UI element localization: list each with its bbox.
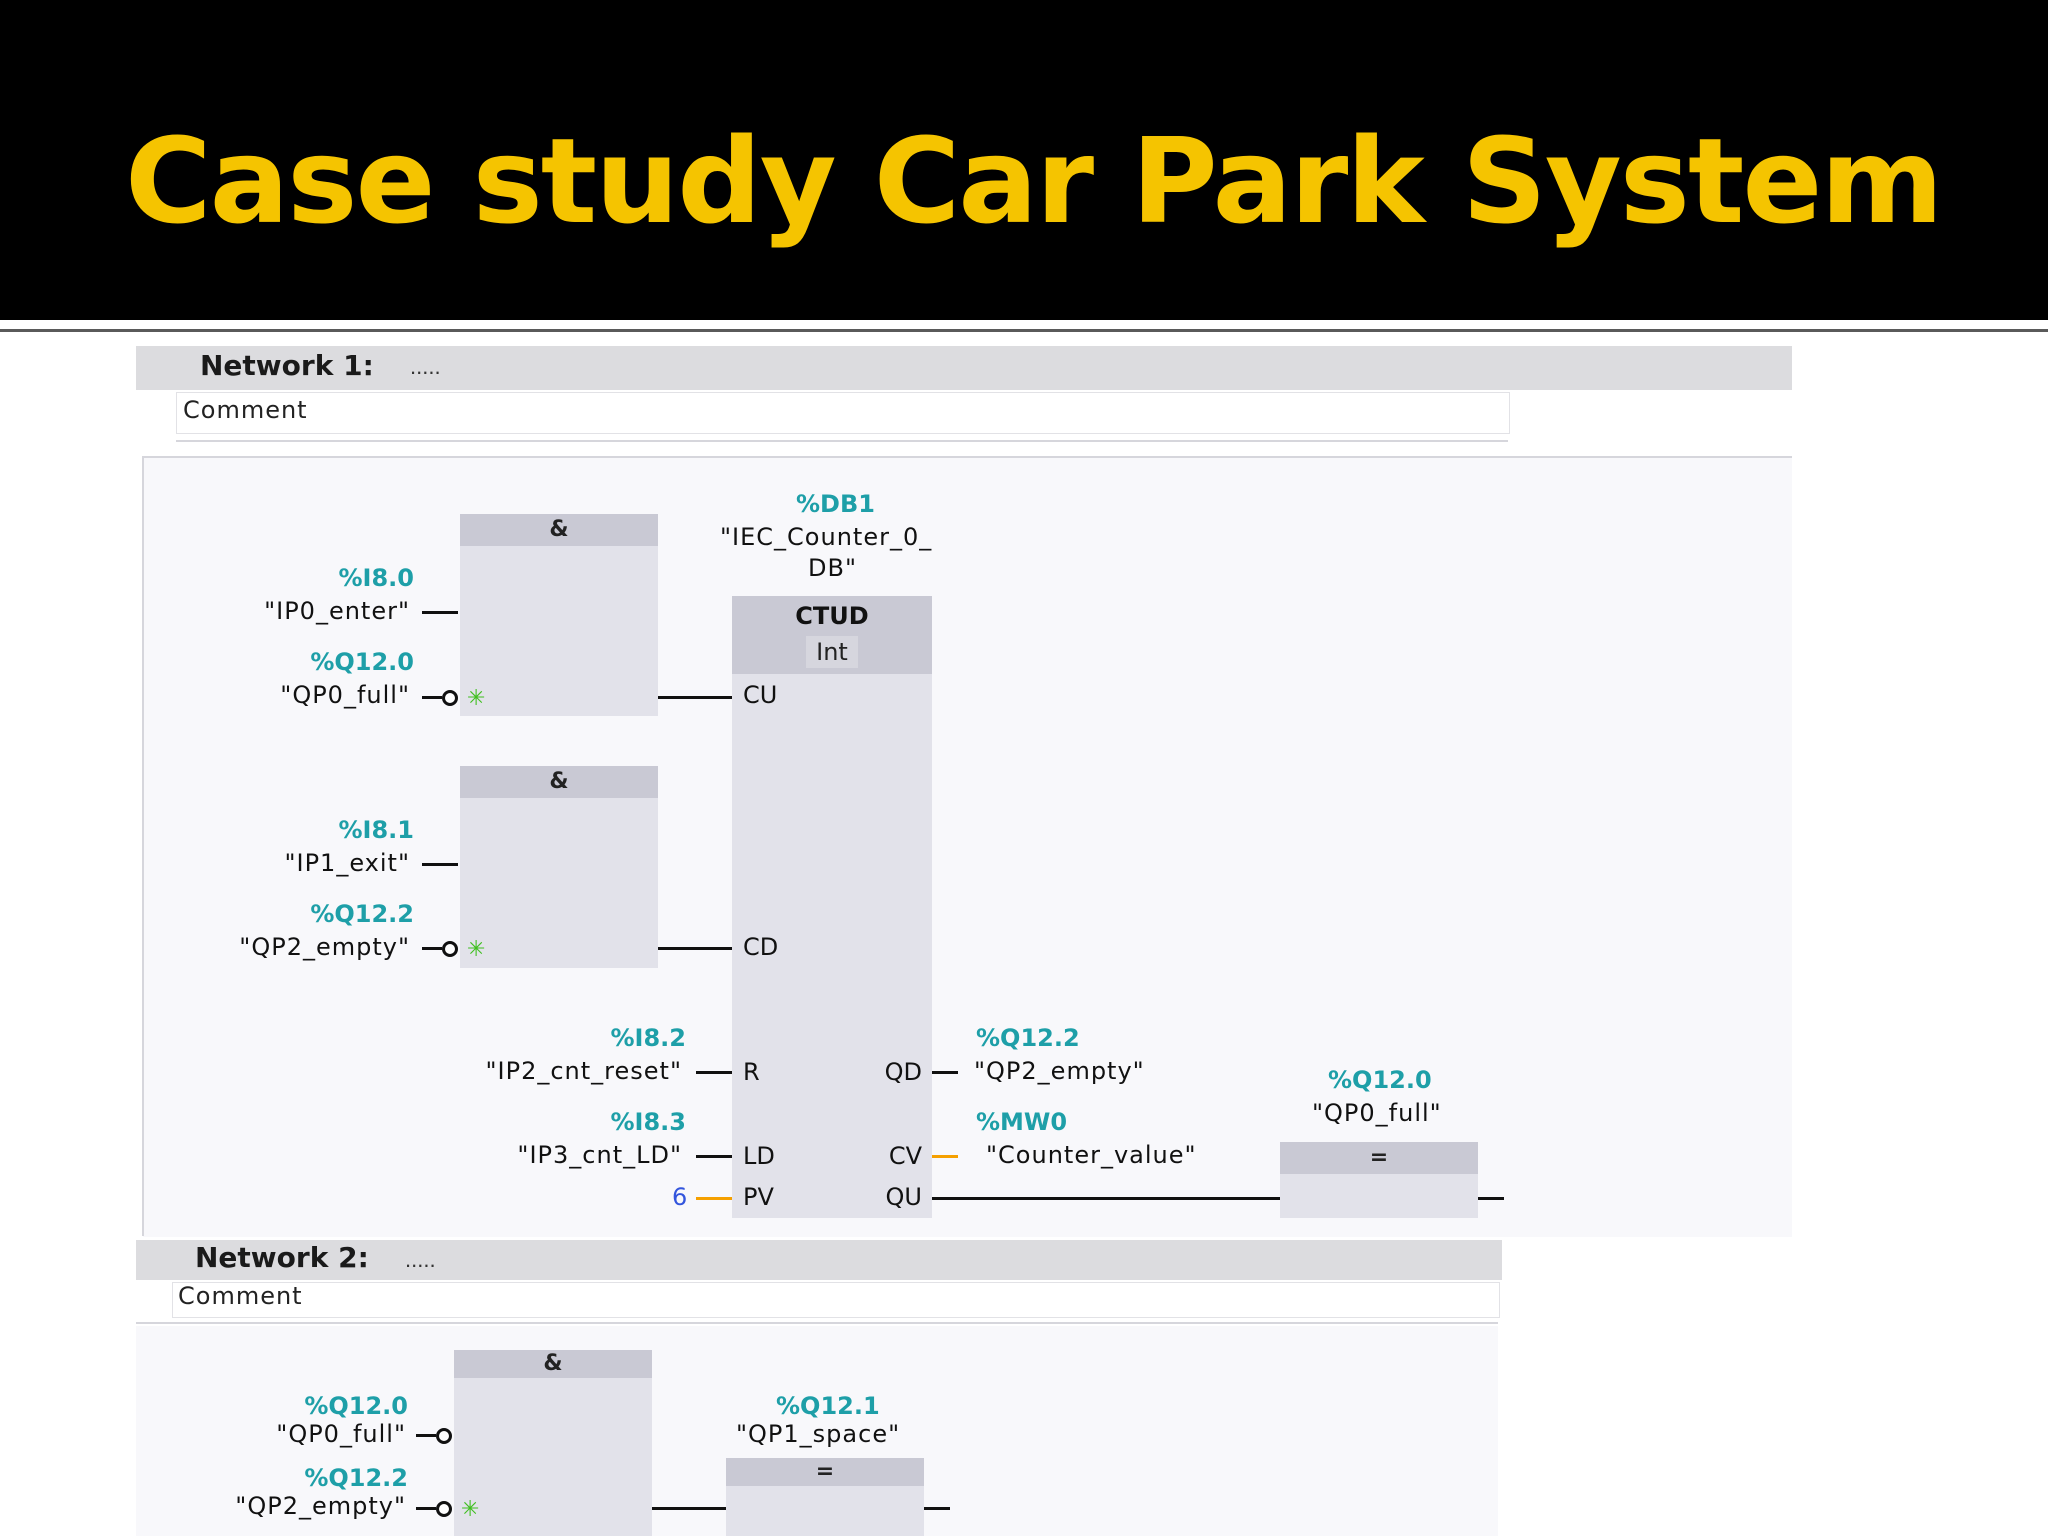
network2-divider bbox=[136, 1322, 1498, 1324]
pin-cu: CU bbox=[743, 681, 778, 709]
ld-input-address: %I8.3 bbox=[610, 1108, 687, 1136]
coil1-block[interactable]: = bbox=[1280, 1142, 1478, 1218]
and-block-2[interactable]: & bbox=[460, 766, 658, 968]
and1-in1-tag[interactable]: "IP0_enter" bbox=[264, 597, 410, 625]
negation-circle-icon bbox=[436, 1501, 452, 1517]
network1-canvas bbox=[143, 457, 1792, 1237]
and-block-1[interactable]: & bbox=[460, 514, 658, 716]
coil2-address: %Q12.1 bbox=[776, 1392, 880, 1420]
and2-in1-wire bbox=[422, 863, 458, 866]
r-input-address: %I8.2 bbox=[610, 1024, 687, 1052]
and2-in2-wire bbox=[422, 947, 442, 950]
and2-in2-tag[interactable]: "QP2_empty" bbox=[239, 933, 410, 961]
r-input-wire bbox=[696, 1071, 732, 1074]
network2-header[interactable] bbox=[136, 1240, 1502, 1280]
counter-db-tag-line2: DB" bbox=[808, 554, 857, 582]
ctud-counter-block[interactable] bbox=[732, 596, 932, 1218]
n2-in1-wire bbox=[416, 1434, 436, 1437]
n2-in1-tag[interactable]: "QP0_full" bbox=[276, 1420, 406, 1448]
and-block-2-symbol: & bbox=[460, 766, 658, 798]
ld-input-tag[interactable]: "IP3_cnt_LD" bbox=[517, 1141, 682, 1169]
and2-in1-tag[interactable]: "IP1_exit" bbox=[284, 849, 410, 877]
cv-output-wire bbox=[932, 1155, 958, 1158]
n2-in2-address: %Q12.2 bbox=[304, 1464, 408, 1492]
and1-in2-wire bbox=[422, 696, 442, 699]
n2-in2-tag[interactable]: "QP2_empty" bbox=[235, 1492, 406, 1520]
coil1-tag[interactable]: "QP0_full" bbox=[1312, 1099, 1442, 1127]
and1-in1-address: %I8.0 bbox=[338, 564, 415, 592]
title-separator bbox=[0, 329, 2048, 332]
coil1-address: %Q12.0 bbox=[1328, 1066, 1432, 1094]
network1-comment: Comment bbox=[183, 396, 308, 424]
n2-and-out-wire bbox=[652, 1507, 726, 1510]
network1-header[interactable] bbox=[136, 346, 1792, 390]
and-block-n2-symbol: & bbox=[454, 1350, 652, 1378]
n2-in1-address: %Q12.0 bbox=[304, 1392, 408, 1420]
and1-out-wire bbox=[658, 696, 732, 699]
pin-cd: CD bbox=[743, 933, 779, 961]
pin-pv: PV bbox=[743, 1183, 774, 1211]
counter-db-tag-line1[interactable]: "IEC_Counter_0_ bbox=[720, 523, 933, 551]
negation-circle-icon bbox=[442, 690, 458, 706]
and2-out-wire bbox=[658, 947, 732, 950]
slide-title: Case study Car Park System bbox=[125, 112, 1943, 250]
qd-output-address: %Q12.2 bbox=[976, 1024, 1080, 1052]
coil1-out-wire bbox=[1478, 1197, 1504, 1200]
qd-output-wire bbox=[932, 1071, 958, 1074]
and2-in2-address: %Q12.2 bbox=[310, 900, 414, 928]
pin-r: R bbox=[743, 1058, 760, 1086]
coil2-tag[interactable]: "QP1_space" bbox=[736, 1420, 901, 1448]
negation-circle-icon bbox=[436, 1428, 452, 1444]
pin-qd: QD bbox=[884, 1058, 922, 1086]
and-block-1-symbol: & bbox=[460, 514, 658, 546]
pv-input-wire bbox=[696, 1197, 732, 1200]
network1-divider bbox=[176, 440, 1508, 442]
network1-title: Network 1: bbox=[200, 349, 374, 382]
pv-constant[interactable]: 6 bbox=[672, 1183, 688, 1211]
ctud-type: CTUD bbox=[795, 602, 869, 630]
and1-in2-address: %Q12.0 bbox=[310, 648, 414, 676]
network1-canvas-top bbox=[142, 456, 1792, 458]
title-bar: Case study Car Park System bbox=[0, 0, 2048, 320]
qu-output-wire bbox=[932, 1197, 1280, 1200]
n2-in2-wire bbox=[416, 1507, 436, 1510]
network2-dots: ..... bbox=[405, 1247, 436, 1272]
and1-in1-wire bbox=[422, 611, 458, 614]
qd-output-tag[interactable]: "QP2_empty" bbox=[974, 1057, 1145, 1085]
pin-ld: LD bbox=[743, 1142, 775, 1170]
coil2-block[interactable]: = bbox=[726, 1458, 924, 1536]
pin-cv: CV bbox=[888, 1142, 922, 1170]
coil1-symbol: = bbox=[1280, 1142, 1478, 1174]
and-block-n2[interactable]: & bbox=[454, 1350, 652, 1536]
edge-detect-icon: ✳ bbox=[467, 936, 486, 961]
ld-input-wire bbox=[696, 1155, 732, 1158]
pin-qu: QU bbox=[885, 1183, 922, 1211]
network1-power-rail bbox=[142, 456, 144, 1236]
network1-dots: ..... bbox=[410, 354, 441, 379]
negation-circle-icon bbox=[442, 941, 458, 957]
network1-comment-box[interactable] bbox=[176, 392, 1510, 434]
cv-output-tag[interactable]: "Counter_value" bbox=[986, 1141, 1197, 1169]
network2-title: Network 2: bbox=[195, 1241, 369, 1274]
network2-comment-box[interactable] bbox=[172, 1282, 1500, 1318]
cv-output-address: %MW0 bbox=[976, 1108, 1068, 1136]
r-input-tag[interactable]: "IP2_cnt_reset" bbox=[485, 1057, 682, 1085]
edge-detect-icon: ✳ bbox=[461, 1496, 480, 1521]
ctud-datatype[interactable]: Int bbox=[806, 636, 858, 668]
and2-in1-address: %I8.1 bbox=[338, 816, 415, 844]
and1-in2-tag[interactable]: "QP0_full" bbox=[280, 681, 410, 709]
coil2-symbol: = bbox=[726, 1458, 924, 1486]
network2-comment: Comment bbox=[178, 1282, 303, 1310]
coil2-out-wire bbox=[924, 1507, 950, 1510]
counter-db-address: %DB1 bbox=[796, 490, 875, 518]
edge-detect-icon: ✳ bbox=[467, 685, 486, 710]
